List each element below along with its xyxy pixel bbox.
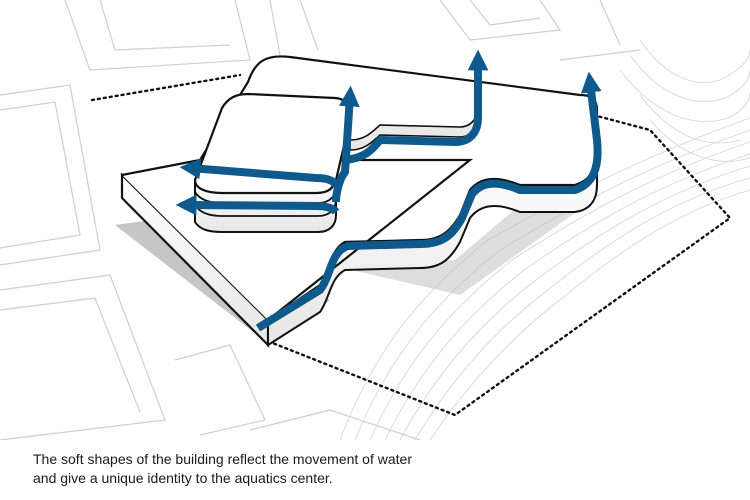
flow-arrow-icon: [344, 49, 489, 164]
flow-arrows: [175, 49, 602, 332]
figure-caption: The soft shapes of the building reflect …: [33, 450, 713, 488]
stacked-upper-block: [193, 92, 352, 233]
site-boundary: [90, 73, 732, 417]
topographic-contours: [339, 39, 750, 440]
flow-arrow-icon: [255, 71, 602, 332]
caption-line-2: and give a unique identity to the aquati…: [33, 470, 333, 486]
flow-arrow-icon: [179, 158, 340, 188]
flow-arrow-icon: [175, 194, 340, 216]
caption-line-1: The soft shapes of the building reflect …: [33, 451, 412, 467]
flow-arrow-icon: [332, 85, 360, 203]
massing-diagram: [0, 0, 750, 440]
